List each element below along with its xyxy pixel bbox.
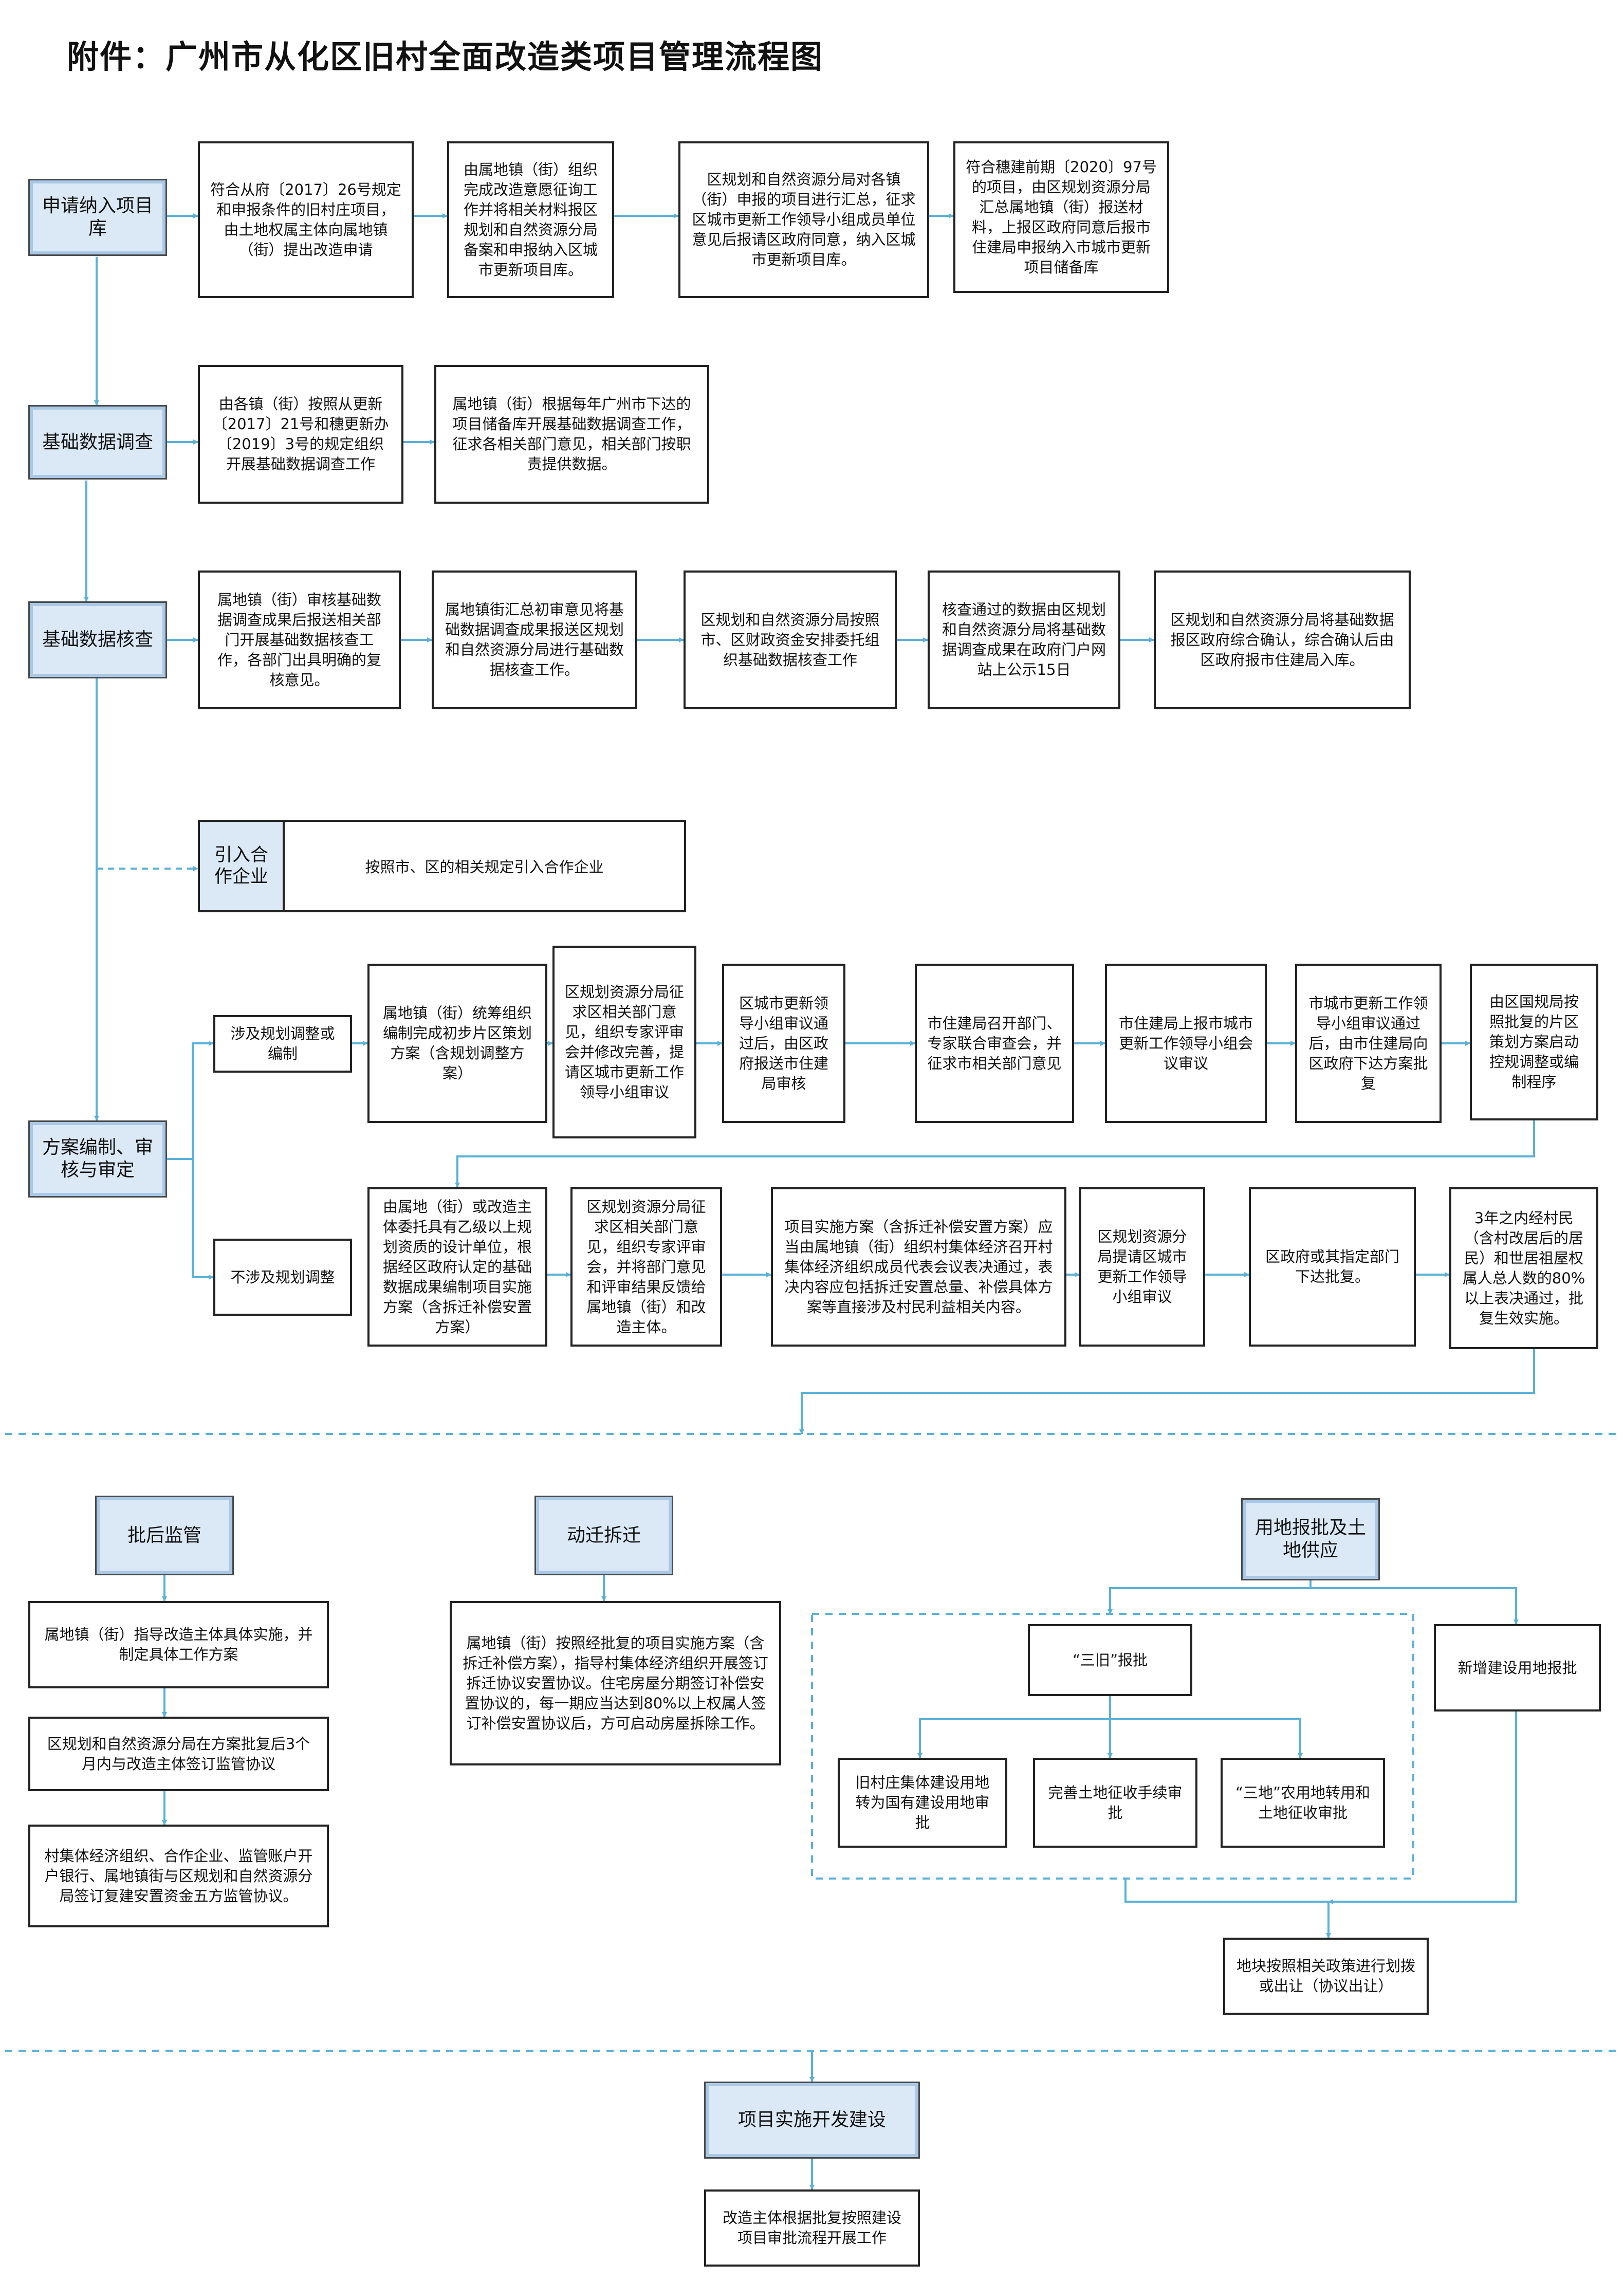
- intro-partner-label: 引入合作企业: [200, 822, 285, 910]
- survey-step-2: 属地镇（街）根据每年广州市下达的项目储备库开展基础数据调查工作，征求各相关部门意…: [434, 365, 709, 504]
- plan-b-step-2: 区规划资源分局征求区相关部门意见，组织专家评审会，并将部门意见和评审结果反馈给属…: [570, 1187, 722, 1347]
- apply-step-2: 由属地镇（街）组织完成改造意愿征询工作并将相关材料报区规划和自然资源分局备案和申…: [447, 141, 614, 298]
- relocate-step: 属地镇（街）按照经批复的项目实施方案（含拆迁补偿方案），指导村集体经济组织开展签…: [450, 1601, 781, 1765]
- land-new-construction-approval: 新增建设用地报批: [1434, 1624, 1601, 1712]
- check-step-2: 属地镇街汇总初审意见将基础数据调查成果报送区规划和自然资源分局进行基础数据核查工…: [432, 570, 637, 709]
- plan-b-step-4: 区规划资源分局提请区城市更新工作领导小组审议: [1079, 1187, 1205, 1347]
- apply-step-4: 符合穗建前期〔2020〕97号的项目，由区规划资源分局汇总属地镇（街）报送材料，…: [953, 141, 1169, 293]
- plan-b-step-3: 项目实施方案（含拆迁补偿安置方案）应当由属地镇（街）组织村集体经济召开村集体经济…: [771, 1187, 1066, 1347]
- stage-plan-review: 方案编制、审核与审定: [28, 1120, 167, 1198]
- intro-partner-text: 按照市、区的相关规定引入合作企业: [365, 858, 604, 876]
- final-construction-step: 改造主体根据批复按照建设项目审批流程开展工作: [704, 2189, 920, 2267]
- plan-b-step-6: 3年之内经村民（含村改居后的居民）和世居祖屋权属人总人数的80%以上表决通过，批…: [1449, 1187, 1598, 1349]
- plan-a-step-6: 市城市更新工作领导小组审议通过后，由市住建局向区政府下达方案批复: [1295, 964, 1442, 1123]
- plan-a-step-2: 区规划资源分局征求区相关部门意见，组织专家评审会并修改完善，提请区城市更新工作领…: [552, 946, 696, 1138]
- check-step-5: 区规划和自然资源分局将基础数据报区政府综合确认，综合确认后由区政府报市住建局入库…: [1154, 570, 1411, 709]
- stage-project-construction: 项目实施开发建设: [704, 2082, 920, 2159]
- plan-a-step-4: 市住建局召开部门、专家联合审查会，并征求市相关部门意见: [915, 964, 1074, 1123]
- branch-no-planning-adjust: 不涉及规划调整: [213, 1239, 352, 1316]
- apply-step-3: 区规划和自然资源分局对各镇（街）申报的项目进行汇总，征求区城市更新工作领导小组成…: [678, 141, 929, 298]
- plan-a-step-3: 区城市更新领导小组审议通过后，由区政府报送市住建局审核: [722, 964, 845, 1123]
- supervise-step-3: 村集体经济组织、合作企业、监管账户开户银行、属地镇街与区规划和自然资源分局签订复…: [28, 1825, 329, 1927]
- land-sanjiu-approval: “三旧”报批: [1028, 1624, 1192, 1696]
- check-step-4: 核查通过的数据由区规划和自然资源分局将基础数据调查成果在政府门户网站上公示15日: [928, 570, 1120, 709]
- check-step-1: 属地镇（街）审核基础数据调查成果后报送相关部门开展基础数据核查工作，各部门出具明…: [198, 570, 401, 709]
- plan-a-step-5: 市住建局上报市城市更新工作领导小组会议审议: [1105, 964, 1267, 1123]
- stage-basic-check: 基础数据核查: [28, 601, 167, 678]
- survey-step-1: 由各镇（街）按照从更新〔2017〕21号和穗更新办〔2019〕3号的规定组织开展…: [198, 365, 403, 504]
- intro-partner: 引入合作企业 按照市、区的相关规定引入合作企业: [198, 820, 686, 912]
- apply-step-1: 符合从府〔2017〕26号规定和申报条件的旧村庄项目，由土地权属主体向属地镇（街…: [198, 141, 414, 298]
- branch-planning-adjust: 涉及规划调整或编制: [213, 1015, 352, 1073]
- plan-a-step-7: 由区国规局按照批复的片区策划方案启动控规调整或编制程序: [1470, 964, 1598, 1120]
- land-sub-collective-to-state: 旧村庄集体建设用地转为国有建设用地审批: [838, 1758, 1007, 1848]
- plan-a-step-1: 属地镇（街）统筹组织编制完成初步片区策划方案（含规划调整方案）: [367, 964, 547, 1123]
- plan-b-step-1: 由属地（街）或改造主体委托具有乙级以上规划资质的设计单位，根据经区政府认定的基础…: [367, 1187, 547, 1347]
- stage-basic-survey: 基础数据调查: [28, 405, 167, 480]
- land-sub-expropriation: 完善土地征收手续审批: [1033, 1758, 1197, 1848]
- page-title: 附件：广州市从化区旧村全面改造类项目管理流程图: [67, 38, 824, 76]
- land-allocation-transfer: 地块按照相关政策进行划拨或出让（协议出让）: [1223, 1938, 1429, 2015]
- check-step-3: 区规划和自然资源分局按照市、区财政资金安排委托组织基础数据核查工作: [684, 570, 897, 709]
- stage-supervision: 批后监管: [95, 1496, 234, 1575]
- plan-b-step-5: 区政府或其指定部门下达批复。: [1249, 1187, 1416, 1347]
- land-sub-sandi-conversion: “三地”农用地转用和土地征收审批: [1221, 1758, 1385, 1848]
- supervise-step-2: 区规划和自然资源分局在方案批复后3个月内与改造主体签订监管协议: [28, 1717, 329, 1791]
- supervise-step-1: 属地镇（街）指导改造主体具体实施，并制定具体工作方案: [28, 1601, 329, 1688]
- stage-relocation: 动迁拆迁: [534, 1496, 673, 1575]
- stage-land-approval: 用地报批及土地供应: [1241, 1498, 1380, 1580]
- stage-apply-library: 申请纳入项目库: [28, 179, 167, 256]
